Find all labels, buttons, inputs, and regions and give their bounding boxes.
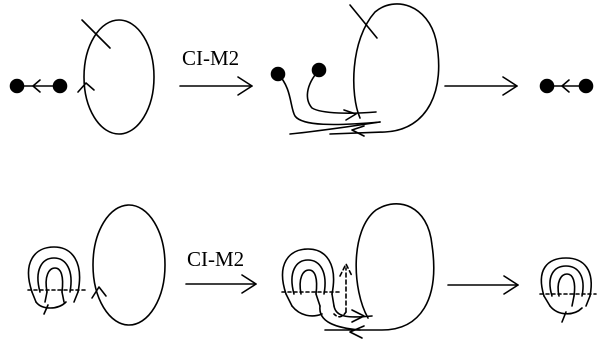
- row2-knot-right: [539, 257, 597, 323]
- row1-step-label: CI-M2: [182, 46, 240, 70]
- row1-initial-state: [9, 19, 155, 135]
- row1-result-arrow: [444, 76, 518, 96]
- row2-connecting-strands: [319, 263, 373, 339]
- row2-loop-right: [324, 203, 435, 331]
- row1-dumbbell-strands: [270, 62, 381, 137]
- row2-initial-state: [27, 204, 166, 326]
- row2-intermediate-state: [281, 203, 435, 339]
- row1-dumbbell-right: [539, 78, 594, 94]
- row2-loop-left: [91, 204, 166, 326]
- row1-intermediate-state: [270, 3, 440, 137]
- row2-result-arrow: [447, 275, 519, 295]
- row1-dumbbell-left: [9, 78, 68, 94]
- row2-knot-middle: [281, 248, 341, 317]
- row1-loop-left: [77, 19, 155, 135]
- row1-loop-right: [329, 3, 440, 135]
- row2-knot-left: [27, 246, 87, 315]
- row1-move-arrow: [179, 76, 253, 96]
- row2-step-label: CI-M2: [187, 247, 245, 271]
- row2-move-arrow: [185, 274, 257, 294]
